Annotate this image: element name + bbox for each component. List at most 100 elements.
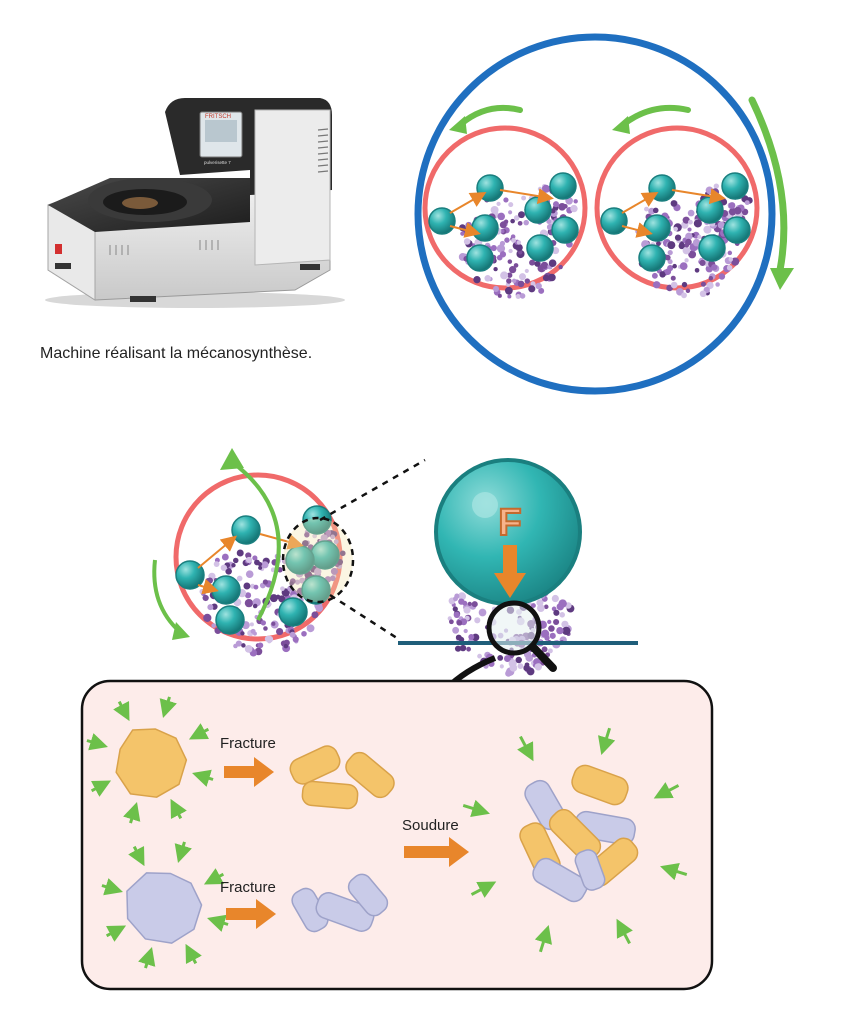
powder-particle	[499, 664, 504, 669]
powder-particle	[573, 199, 578, 204]
powder-particle	[221, 553, 229, 561]
powder-particle	[728, 202, 736, 209]
powder-particle	[289, 631, 296, 638]
powder-particle	[542, 274, 550, 282]
powder-particle	[463, 628, 468, 634]
welded-particle	[571, 764, 629, 806]
compression-arrow	[170, 798, 187, 820]
powder-particle	[199, 588, 205, 595]
powder-particle	[241, 643, 246, 648]
powder-particle	[681, 292, 687, 299]
powder-particle	[540, 631, 547, 637]
machine-model: pulverisette 7	[204, 160, 231, 165]
process-panel: Fracture Fracture Soudure	[80, 679, 714, 991]
powder-particle	[465, 221, 472, 229]
powder-particle	[477, 653, 482, 659]
powder-particle	[517, 280, 525, 288]
compression-arrow	[534, 925, 552, 953]
powder-particle	[652, 207, 659, 214]
powder-particle	[538, 287, 545, 294]
powder-particle	[523, 219, 529, 226]
compression-arrow	[660, 863, 688, 881]
powder-particle	[257, 561, 263, 567]
powder-particle	[245, 570, 254, 578]
powder-particle	[685, 232, 693, 241]
powder-particle	[558, 264, 563, 270]
milling-ball	[524, 196, 552, 224]
powder-particle	[236, 549, 244, 557]
powder-particle	[541, 646, 548, 653]
powder-particle	[453, 611, 461, 618]
powder-particle	[236, 575, 243, 582]
compression-arrow	[188, 723, 210, 740]
powder-particle	[548, 259, 557, 268]
powder-particle	[513, 263, 519, 268]
powder-particle	[283, 643, 289, 649]
powder-particle	[503, 655, 511, 662]
powder-particle	[674, 234, 682, 241]
powder-particle	[711, 188, 720, 196]
powder-particle	[454, 645, 462, 652]
milling-ball	[476, 174, 504, 202]
machine-caption: Machine réalisant la mécanosynthèse.	[40, 345, 313, 362]
powder-particle	[644, 206, 649, 212]
compression-arrow	[462, 799, 490, 817]
milling-ball	[723, 216, 751, 244]
powder-particle	[552, 247, 560, 255]
powder-particle	[551, 594, 559, 603]
powder-particle	[537, 604, 545, 613]
powder-particle	[260, 620, 267, 626]
powder-particle	[713, 183, 719, 189]
powder-particle	[700, 281, 707, 287]
milling-ball	[211, 575, 241, 605]
planetary-ball-mill-machine: FRITSCH pulverisette 7	[45, 98, 345, 308]
powder-particle	[679, 262, 688, 270]
powder-particle	[203, 613, 212, 623]
powder-particle	[726, 264, 733, 271]
milling-ball	[215, 605, 245, 635]
powder-particle	[540, 261, 549, 270]
rotation-arrow	[621, 104, 691, 127]
machine-brand: FRITSCH	[205, 114, 231, 120]
powder-particle	[333, 539, 339, 545]
powder-particle	[468, 634, 475, 640]
powder-particle	[546, 218, 552, 225]
compression-arrow	[192, 769, 214, 787]
powder-particle	[667, 249, 673, 256]
powder-particle	[496, 244, 506, 253]
powder-particle	[329, 575, 336, 582]
powder-particle	[562, 626, 571, 636]
compression-arrow	[174, 841, 192, 863]
powder-particle	[471, 601, 478, 608]
trajectory-arrow	[197, 535, 238, 569]
powder-particle	[694, 267, 700, 273]
powder-particle	[511, 237, 517, 243]
powder-particle	[718, 273, 726, 280]
compression-arrow	[470, 881, 497, 898]
compression-arrow	[123, 802, 141, 824]
powder-particle	[213, 561, 220, 567]
powder-particle	[289, 581, 294, 586]
powder-particle	[244, 644, 253, 653]
welded-particle	[532, 857, 588, 903]
powder-particle	[541, 184, 550, 193]
powder-particle	[466, 646, 471, 652]
powder-particle	[311, 611, 319, 619]
powder-particle	[463, 606, 471, 614]
powder-particle	[699, 259, 706, 266]
powder-particle	[510, 234, 516, 239]
powder-particle	[687, 209, 695, 217]
jar-left	[422, 104, 691, 300]
trajectory-arrow	[449, 192, 487, 214]
powder-particle	[513, 215, 520, 221]
powder-particle	[496, 254, 503, 261]
trajectory-arrow	[499, 188, 554, 205]
powder-particle	[697, 234, 702, 239]
magnifier-icon	[486, 600, 557, 672]
powder-particle	[233, 557, 239, 564]
powder-particle	[504, 237, 510, 243]
process-arrow	[404, 846, 449, 858]
powder-particle	[506, 272, 513, 278]
zoom-region	[281, 516, 355, 604]
compression-arrow	[185, 943, 202, 965]
